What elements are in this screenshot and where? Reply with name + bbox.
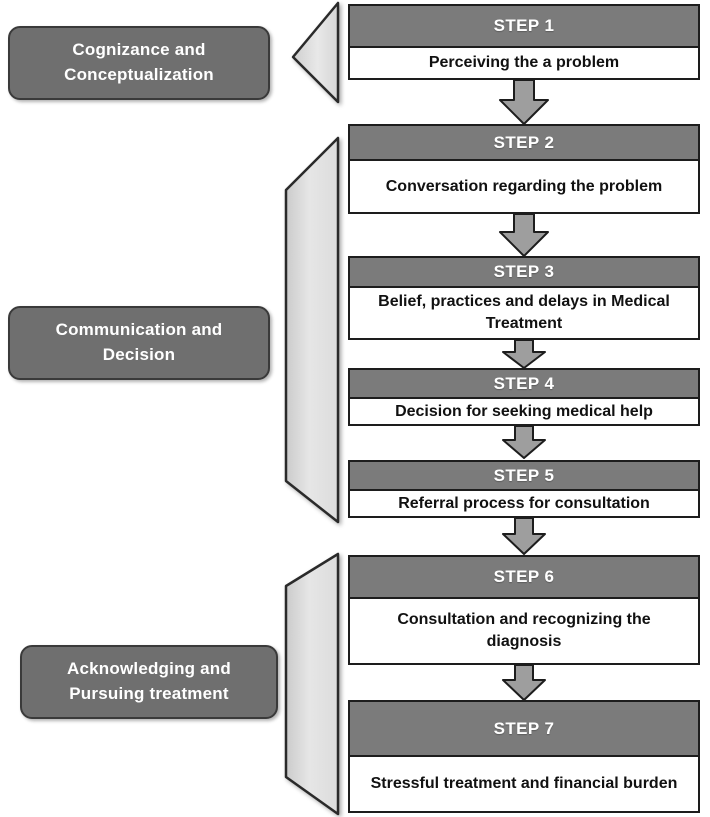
step-body-4: Decision for seeking medical help (350, 399, 698, 424)
phase-label-line2: Conceptualization (64, 65, 214, 84)
connector-step1-step2 (497, 80, 551, 126)
step-body-6-line1: Consultation and recognizing the (397, 611, 651, 629)
step-body-5: Referral process for consultation (350, 491, 698, 516)
connector-step6-step7 (500, 665, 548, 702)
step-body-5-line1: Referral process for consultation (398, 494, 650, 512)
step-header-3: STEP 3 (350, 258, 698, 288)
step-body-6: Consultation and recognizing the diagnos… (350, 599, 698, 663)
step-body-3-line1: Belief, practices and delays in (378, 293, 607, 311)
phase-label-line2: Pursuing treatment (69, 684, 229, 703)
step-box-2[interactable]: STEP 2 Conversation regarding the proble… (348, 124, 700, 214)
step-body-6-line2: diagnosis (486, 633, 562, 650)
connector-step2-step3 (497, 214, 551, 258)
phase-label-communication[interactable]: Communication and Decision (8, 306, 270, 380)
phase-bracket-cognizance (290, 0, 346, 112)
step-body-1-line1: Perceiving the a problem (428, 54, 620, 72)
phase-label-line1: Cognizance and (72, 40, 206, 60)
step-box-3[interactable]: STEP 3 Belief, practices and delays in M… (348, 256, 700, 340)
step-box-1[interactable]: STEP 1 Perceiving the a problem (348, 4, 700, 80)
phase-label-line1: Acknowledging and (67, 659, 231, 679)
step-body-7-line1: Stressful treatment and financial (370, 775, 619, 793)
phase-label-cognizance[interactable]: Cognizance and Conceptualization (8, 26, 270, 100)
phase-bracket-communication (280, 133, 344, 527)
step-header-2: STEP 2 (350, 126, 698, 161)
step-body-2-line2: problem (599, 177, 663, 195)
connector-step5-step6 (500, 518, 548, 556)
step-body-1: Perceiving the a problem (350, 48, 698, 78)
step-header-1: STEP 1 (350, 6, 698, 48)
step-body-3-line2: Medical Treatment (485, 293, 670, 332)
step-header-7: STEP 7 (350, 702, 698, 757)
connector-step3-step4 (500, 340, 548, 370)
step-body-7: Stressful treatment and financial burden (350, 757, 698, 811)
phase-label-line2: Decision (102, 345, 176, 364)
phase-bracket-acknowledging (280, 549, 344, 817)
step-header-6: STEP 6 (350, 557, 698, 599)
step-box-6[interactable]: STEP 6 Consultation and recognizing the … (348, 555, 700, 665)
step-body-2: Conversation regarding the problem (350, 161, 698, 212)
step-header-4: STEP 4 (350, 370, 698, 399)
step-box-7[interactable]: STEP 7 Stressful treatment and financial… (348, 700, 700, 813)
step-box-5[interactable]: STEP 5 Referral process for consultation (348, 460, 700, 518)
step-header-5: STEP 5 (350, 462, 698, 491)
step-body-2-line1: Conversation regarding the (385, 177, 595, 195)
step-body-7-line2: burden (623, 775, 678, 793)
phase-label-line1: Communication and (55, 320, 223, 340)
phase-label-acknowledging[interactable]: Acknowledging and Pursuing treatment (20, 645, 278, 719)
step-box-4[interactable]: STEP 4 Decision for seeking medical help (348, 368, 700, 426)
step-body-3: Belief, practices and delays in Medical … (350, 288, 698, 338)
connector-step4-step5 (500, 426, 548, 460)
step-body-4-line1: Decision for seeking medical help (395, 402, 653, 420)
